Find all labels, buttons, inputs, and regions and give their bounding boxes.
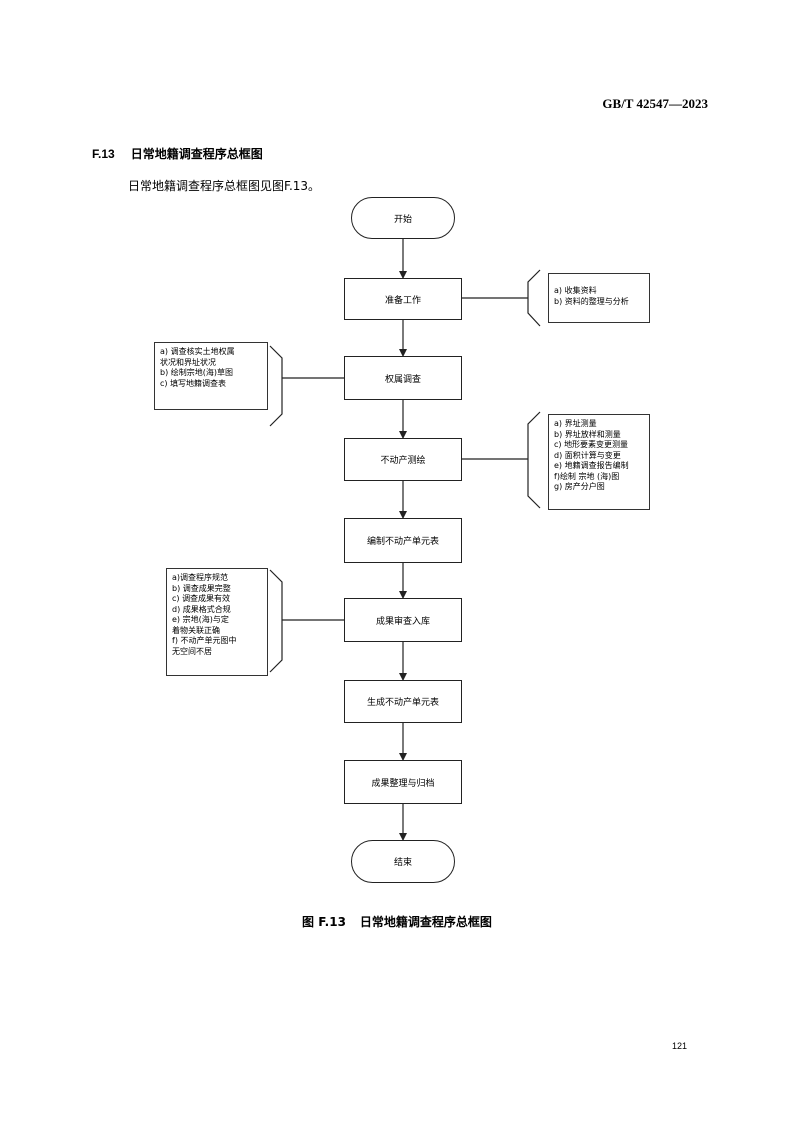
note-survey-item: a) 界址测量: [554, 419, 597, 428]
note-ownership: a) 调查核实土地权属 状况和界址状况 b) 绘制宗地(海)草图 c) 填写地籍…: [154, 342, 268, 410]
flow-node-unit-table: 编制不动产单元表: [344, 518, 462, 563]
flow-node-archive: 成果整理与归档: [344, 760, 462, 804]
note-survey-item: f)绘制 宗地 (海)图: [554, 471, 620, 481]
note-survey-item: e) 地籍调查报告编制: [554, 461, 629, 470]
note-survey-item: g) 房产分户图: [554, 482, 605, 491]
bracket-review-note: [269, 569, 283, 673]
flow-node-prep-label: 准备工作: [384, 295, 421, 306]
flow-node-start: 开始: [351, 197, 455, 239]
flow-node-ownership-label: 权属调查: [384, 374, 421, 385]
section-number: F.13: [92, 147, 115, 161]
note-prep: a) 收集资料 b) 资料的整理与分析: [548, 273, 650, 323]
figure-caption: 图 F.13 日常地籍调查程序总框图: [0, 913, 794, 930]
flow-node-start-label: 开始: [393, 214, 412, 225]
note-ownership-item: c) 填写地籍调查表: [160, 378, 227, 388]
note-survey-item: d) 面积计算与变更: [554, 450, 621, 460]
flow-node-ownership: 权属调查: [344, 356, 462, 400]
note-review-item: c) 调查成果有效: [172, 594, 231, 603]
note-ownership-item: 状况和界址状况: [160, 357, 216, 367]
note-survey-item: c) 地形要素变更测量: [554, 440, 629, 449]
flow-node-review: 成果审查入库: [344, 598, 462, 642]
note-review-item: 着物关联正确: [172, 625, 220, 635]
note-review-item: d) 成果格式合规: [172, 604, 231, 614]
note-survey: a) 界址测量 b) 界址放样和测量 c) 地形要素变更测量 d) 面积计算与变…: [548, 414, 650, 510]
section-title: 日常地籍调查程序总框图: [130, 147, 263, 161]
note-review-item: b) 调查成果完整: [172, 583, 231, 593]
bracket-prep-note: [527, 269, 541, 327]
intro-text: 日常地籍调查程序总框图见图F.13。: [128, 179, 321, 193]
note-review-item: a)调查程序规范: [172, 573, 229, 582]
flow-node-end: 结束: [351, 840, 455, 883]
note-survey-item: b) 界址放样和测量: [554, 429, 621, 439]
flow-node-review-label: 成果审查入库: [375, 616, 430, 627]
standard-code: GB/T 42547—2023: [602, 96, 708, 111]
note-prep-item: a) 收集资料: [554, 286, 597, 295]
flow-node-generate: 生成不动产单元表: [344, 680, 462, 723]
flow-node-unit-table-label: 编制不动产单元表: [366, 537, 439, 547]
note-review-item: 无空间不居: [172, 646, 212, 656]
flow-node-end-label: 结束: [393, 858, 412, 868]
page-number: 121: [672, 1041, 688, 1051]
note-prep-item: b) 资料的整理与分析: [554, 296, 629, 306]
flow-node-prep: 准备工作: [344, 278, 462, 320]
note-ownership-item: a) 调查核实土地权属: [160, 347, 235, 356]
flow-node-survey: 不动产测绘: [344, 438, 462, 481]
flow-node-archive-label: 成果整理与归档: [371, 778, 435, 789]
bracket-ownership-note: [269, 345, 283, 427]
note-review-item: f) 不动产单元图中: [172, 636, 237, 645]
note-review: a)调查程序规范 b) 调查成果完整 c) 调查成果有效 d) 成果格式合规 e…: [166, 568, 268, 676]
bracket-survey-note: [527, 411, 541, 509]
note-ownership-item: b) 绘制宗地(海)草图: [160, 368, 233, 377]
flow-node-generate-label: 生成不动产单元表: [366, 698, 439, 708]
flow-node-survey-label: 不动产测绘: [380, 456, 426, 466]
figure-label: 图 F.13: [302, 915, 346, 929]
note-review-item: e) 宗地(海)与定: [172, 615, 229, 624]
figure-title: 日常地籍调查程序总框图: [359, 915, 492, 929]
section-heading: F.13 日常地籍调查程序总框图: [92, 145, 263, 162]
